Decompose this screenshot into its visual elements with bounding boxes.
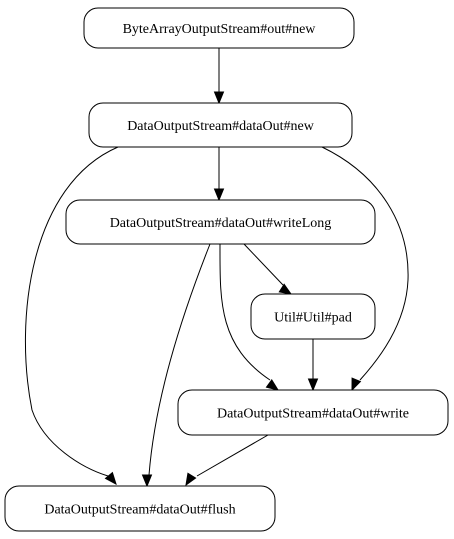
edge-dos_new-to-dos_flush: [24, 146, 119, 486]
node-label: Util#Util#pad: [274, 311, 352, 326]
arrowhead-icon: [351, 377, 362, 392]
edge-line: [196, 434, 269, 477]
edge-dos_new-to-dos_writeLong: [213, 147, 225, 202]
node-box: [177, 389, 449, 436]
node-label: DataOutputStream#dataOut#writeLong: [110, 216, 332, 231]
edge-line: [321, 146, 409, 381]
node-baos-new[interactable]: ByteArrayOutputStream#out#new: [83, 7, 355, 49]
edge-line: [219, 243, 271, 381]
edge-baos_new-to-dos_new: [213, 48, 225, 105]
node-label: DataOutputStream#dataOut#flush: [44, 503, 235, 518]
arrowhead-icon: [141, 474, 153, 488]
arrowhead-icon: [265, 378, 280, 391]
edge-dos_new-to-dos_write: [321, 146, 409, 392]
node-box: [65, 199, 376, 245]
node-dos-new[interactable]: DataOutputStream#dataOut#new: [88, 102, 353, 148]
edge-dos_write-to-dos_flush: [185, 434, 269, 487]
node-box: [250, 293, 376, 340]
node-label: ByteArrayOutputStream#out#new: [123, 22, 317, 37]
graph-nodes: ByteArrayOutputStream#out#newDataOutputS…: [4, 7, 449, 532]
edge-dos_writeLong-to-dos_flush: [141, 243, 211, 488]
edge-line: [24, 146, 119, 477]
node-dos-flush[interactable]: DataOutputStream#dataOut#flush: [4, 485, 276, 532]
edge-dos_writeLong-to-dos_write: [219, 243, 280, 391]
node-label: DataOutputStream#dataOut#write: [217, 407, 409, 422]
node-box: [88, 102, 353, 148]
arrowhead-icon: [307, 378, 319, 392]
node-box: [83, 7, 355, 49]
edge-dos_writeLong-to-util_pad: [243, 243, 293, 295]
node-label: DataOutputStream#dataOut#new: [127, 119, 315, 134]
edge-line: [243, 243, 284, 286]
arrowhead-icon: [104, 471, 117, 486]
arrowhead-icon: [185, 472, 197, 487]
edge-util_pad-to-dos_write: [307, 339, 319, 392]
arrowhead-icon: [213, 91, 225, 105]
node-util-pad[interactable]: Util#Util#pad: [250, 293, 376, 340]
node-box: [4, 485, 276, 532]
arrowhead-icon: [213, 188, 225, 202]
node-dos-write[interactable]: DataOutputStream#dataOut#write: [177, 389, 449, 436]
arrowhead-icon: [278, 283, 293, 295]
edge-line: [148, 243, 211, 476]
node-dos-writeLong[interactable]: DataOutputStream#dataOut#writeLong: [65, 199, 376, 245]
graph-edges: [24, 48, 409, 488]
